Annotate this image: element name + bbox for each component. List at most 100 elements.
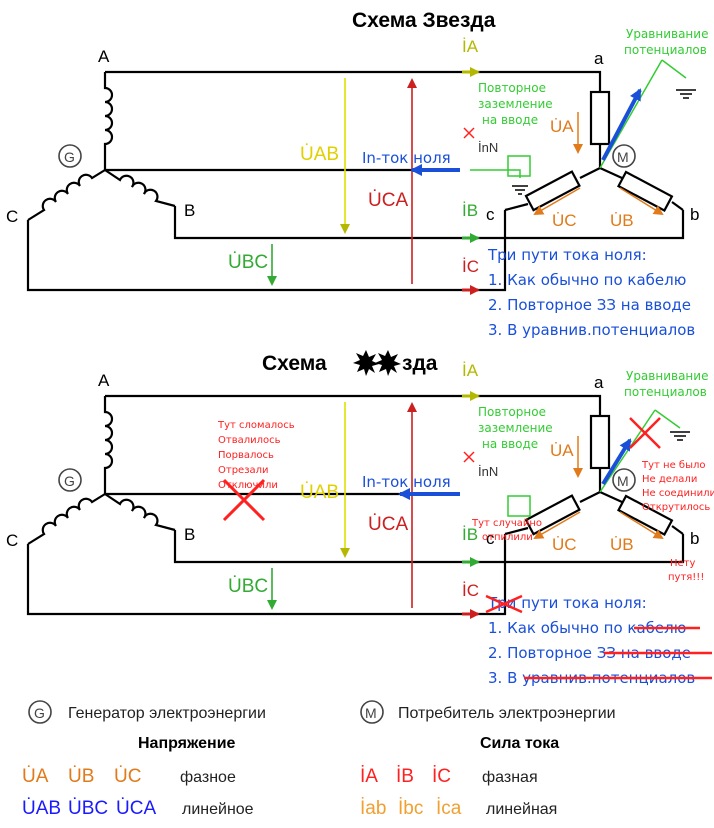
path-2: 2. Повторное ЗЗ на вводе [488,296,691,314]
node-b: b [690,205,699,224]
voltage-Uc: U̇C [552,535,577,554]
bottom-diagram: Схема зда A B C a b c G [6,350,714,687]
broken-note-4: Отрезали [218,465,269,476]
no-path-note-1: Нету [670,558,695,569]
legend-Ub: U̇B [68,766,94,787]
bottom-title-suffix: зда [402,352,438,375]
reground-note-2: заземление [478,97,553,111]
equalization-note-2: потенциалов [624,43,707,57]
legend-IB: İB [396,766,414,787]
generator-symbol: G [64,473,75,489]
reground-note-1: Повторное [478,81,546,95]
legend-UBC: U̇BC [68,798,108,819]
voltage-Uc: U̇C [552,211,577,230]
broken-note-1: Тут сломалось [217,420,295,431]
node-B: B [184,525,195,544]
not-done-note-3: Не соединили [642,488,714,499]
voltage-UAB: U̇AB [300,482,339,503]
node-a: a [594,49,604,68]
legend-Uc: U̇C [114,766,141,787]
broken-note-3: Порвалось [218,450,274,461]
voltage-Ub: U̇B [610,211,634,230]
legend-motor-icon: M [365,705,377,721]
legend-Iab: İab [360,798,386,819]
not-done-note-1: Тут не было [641,460,705,471]
reground-note-3: на вводе [482,437,538,451]
current-IA: İA [462,361,479,380]
current-IC: İC [462,581,479,600]
scribble-mark [353,350,401,376]
paths-title-rest: пути тока ноля: [516,594,646,612]
current-IB: İB [462,525,478,544]
voltage-UBC: U̇BC [228,252,268,273]
legend-IA: İA [360,766,378,787]
path-1: 1. Как обычно по кабелю [488,271,686,289]
current-InN: İnN [478,464,498,479]
svg-text:Три пути тока ноля:: Три пути тока ноля: [487,594,647,612]
not-done-note-2: Не делали [642,474,697,485]
legend-motor-label: Потребитель электроэнергии [398,705,616,722]
voltage-UBC: U̇BC [228,576,268,597]
voltage-Ub: U̇B [610,535,634,554]
equalization-current-arrow [601,438,632,486]
strike-three [485,594,523,614]
no-path-note-2: путя!!! [668,572,704,583]
top-title: Схема Звезда [352,9,496,32]
path-1-kept: 1. Как обычно по [488,619,627,637]
equalization-note-1: Уравнивание [626,369,708,383]
legend-phase-current-label: фазная [482,769,538,786]
node-c: c [486,529,495,548]
legend-current-heading: Сила тока [480,735,559,752]
path-2-kept: 2. Повторное [488,644,597,662]
voltage-Ua: U̇A [550,117,574,136]
broken-note-2: Отвалилось [218,435,281,446]
broken-x-mark [222,478,266,522]
reground-note-3: на вводе [482,113,538,127]
node-B: B [184,201,195,220]
top-diagram: Схема Звезда A B C a b c G M İA İB İC U̇… [6,9,708,339]
bottom-title-prefix: Схема [262,352,327,375]
node-a: a [594,373,604,392]
equalization-note-1: Уравнивание [626,27,708,41]
voltage-Ua: U̇A [550,441,574,460]
voltage-UCA: U̇CA [368,514,408,535]
node-A: A [98,371,110,390]
voltage-UAB: U̇AB [300,144,339,165]
legend-UCA: U̇CA [116,798,156,819]
node-b: b [690,529,699,548]
legend-line-voltage-label: линейное [182,801,254,818]
not-done-note-4: Открутилось [642,502,710,513]
reground-note-1: Повторное [478,405,546,419]
motor-symbol: M [617,473,629,489]
generator-symbol: G [64,149,75,165]
cut-note-1: Тут случайно [471,518,542,529]
node-C: C [6,531,18,550]
neutral-current-label: In-ток ноля [362,149,451,167]
current-InN: İnN [478,140,498,155]
legend-generator-icon: G [34,705,45,721]
legend: G Генератор электроэнергии M Потребитель… [22,700,616,819]
motor-symbol: M [617,149,629,165]
legend-line-current-label: линейная [486,801,557,818]
node-c: c [486,205,495,224]
legend-generator-label: Генератор электроэнергии [68,705,266,722]
reground-note-2: заземление [478,421,553,435]
equalization-x-mark [629,417,661,449]
legend-UAB: U̇AB [22,798,61,819]
legend-voltage-heading: Напряжение [138,735,236,752]
equalization-current-arrow [601,88,642,161]
node-A: A [98,47,110,66]
neutral-current-label: In-ток ноля [362,473,451,491]
legend-phase-voltage-label: фазное [180,769,236,786]
legend-Ibc: İbc [398,798,423,819]
current-IA: İA [462,37,479,56]
path-3-kept: 3. В [488,669,522,687]
legend-Ica: İca [436,798,462,819]
broken-note-5: Отключили [218,480,278,491]
legend-Ua: U̇A [22,766,49,787]
voltage-UCA: U̇CA [368,190,408,211]
paths-title: Три пути тока ноля: [487,246,647,264]
equalization-note-2: потенциалов [624,385,707,399]
current-IB: İB [462,201,478,220]
